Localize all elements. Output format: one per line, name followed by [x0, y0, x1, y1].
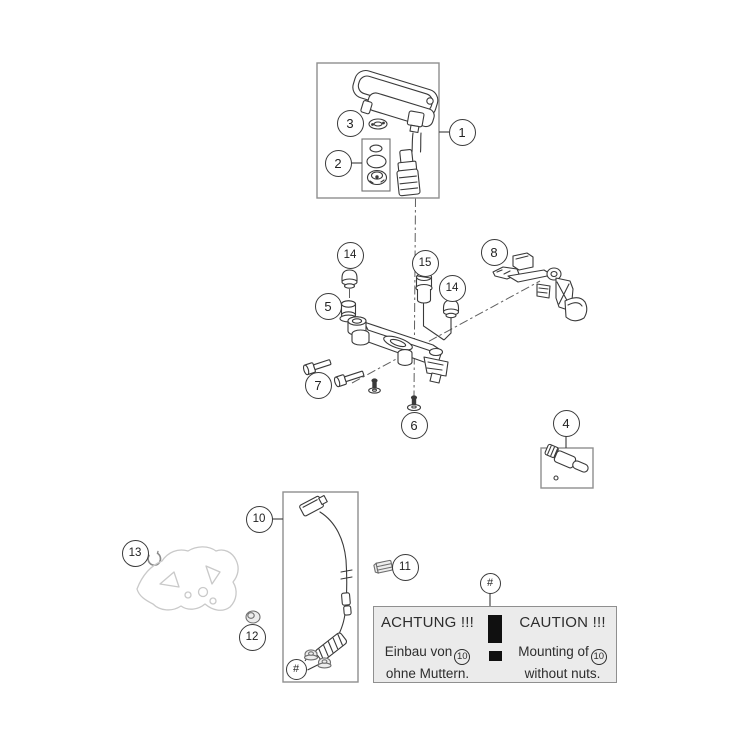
callout-13: 13 [121, 539, 149, 567]
warning-title-de: ACHTUNG !!! [380, 614, 475, 631]
warning-line1-de-text: Einbau von [384, 644, 453, 659]
part-bracket-8-drawing [492, 252, 588, 322]
box-part-4 [540, 447, 594, 489]
callout-8: 8 [480, 238, 508, 266]
part-speedo-cable-drawing [299, 494, 353, 669]
callout-11: 11 [391, 553, 419, 581]
box-part-10 [282, 491, 359, 683]
part-instrument-bracket-drawing [347, 316, 449, 384]
warning-line2-en: without nuts. [524, 666, 601, 681]
part-ref-circle-en: 10 [590, 649, 607, 665]
part-ghost-bracket-drawing [136, 546, 239, 611]
part-washer-drawing [368, 118, 388, 130]
part-speed-sensor-drawing [544, 443, 589, 481]
part-grommet-left-drawing [341, 269, 358, 289]
construction-lines [349, 197, 541, 397]
callout-1: 1 [448, 118, 476, 146]
callout-15: 15 [411, 249, 439, 277]
warning-line2-de: ohne Muttern. [385, 666, 470, 681]
callout-2: 2 [324, 149, 352, 177]
callout-5: 5 [314, 292, 342, 320]
part-seal-kit-drawing [366, 144, 388, 186]
callout-3: 3 [336, 109, 364, 137]
part-screws-7-drawing [302, 359, 381, 394]
callout-hash-nuts: # [285, 658, 307, 680]
part-bushing-12-drawing [245, 610, 261, 624]
warning-line1-en-text: Mounting of [518, 644, 589, 659]
part-ref-circle-de: 10 [454, 649, 471, 665]
part-nuts-drawing [303, 649, 332, 669]
group-frames [282, 62, 594, 683]
part-damper-drawing [339, 300, 358, 323]
callout-hash-warning: # [479, 572, 501, 594]
callout-14-right: 14 [438, 274, 466, 302]
part-connector-drawing [396, 149, 421, 197]
part-grommet-right-drawing [442, 299, 460, 319]
part-speedometer-drawing [352, 69, 439, 197]
callout-6: 6 [400, 411, 428, 439]
part-screw-small-drawing [368, 378, 381, 394]
callout-12: 12 [238, 623, 266, 651]
warning-title-en: CAUTION !!! [519, 614, 606, 631]
box-part-2 [361, 138, 391, 192]
callout-7: 7 [304, 371, 332, 399]
callout-leader-lines [272, 131, 567, 671]
callout-10: 10 [245, 505, 273, 533]
part-bushing-15-drawing [415, 272, 433, 304]
part-clip-drawing [373, 559, 394, 574]
part-screw-6-drawing [406, 395, 422, 412]
callout-14-left: 14 [336, 241, 364, 269]
exclamation-icon [481, 607, 509, 682]
callout-4: 4 [552, 409, 580, 437]
box-part-1 [316, 62, 440, 199]
